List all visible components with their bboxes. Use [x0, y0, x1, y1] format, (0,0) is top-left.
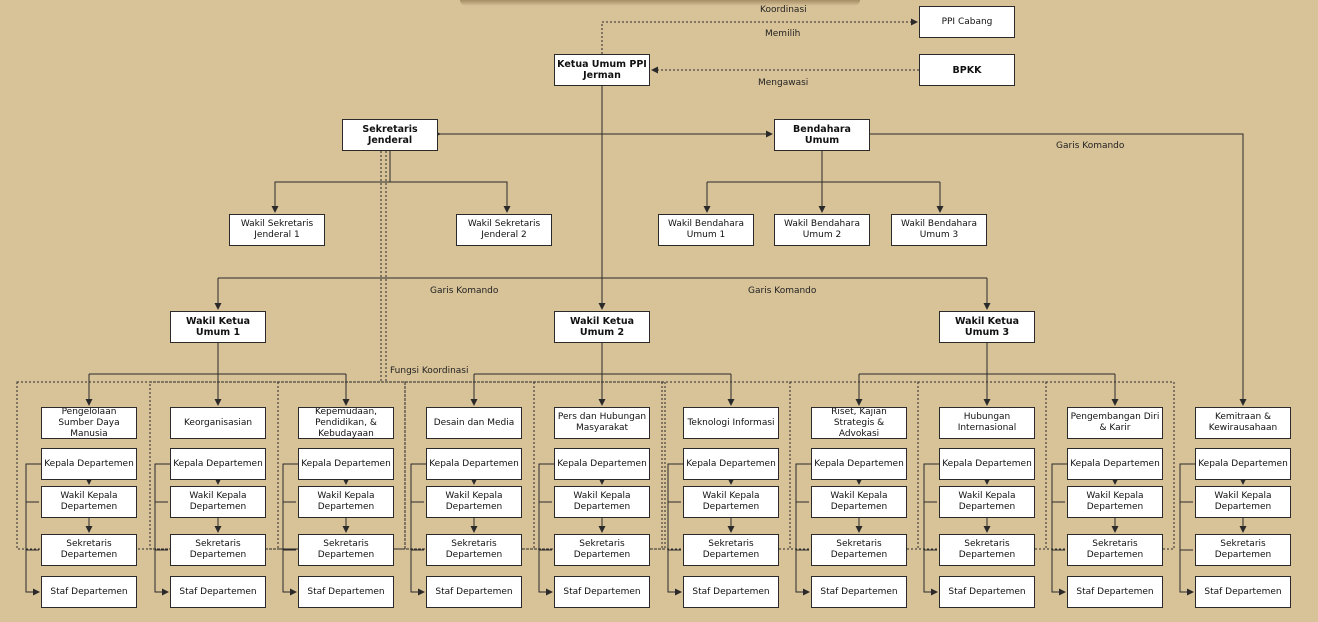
- kepala-departemen-node: Kepala Departemen: [426, 448, 522, 480]
- bpkk-node: BPKK: [919, 54, 1015, 86]
- wabend-3-node: Wakil Bendahara Umum 3: [891, 214, 987, 246]
- dept-header: Pengelolaan Sumber Daya Manusia: [41, 407, 137, 439]
- sekretaris-departemen-node: Sekretaris Departemen: [1195, 534, 1291, 566]
- connector-line: [538, 463, 554, 596]
- label-memilih: Memilih: [765, 29, 801, 39]
- kepala-departemen-node: Kepala Departemen: [811, 448, 907, 480]
- kepala-departemen-node: Kepala Departemen: [939, 448, 1035, 480]
- connector-line: [271, 151, 391, 213]
- sekretaris-departemen-node: Sekretaris Departemen: [426, 534, 522, 566]
- waketum-2-node: Wakil Ketua Umum 2: [554, 311, 650, 343]
- sekretaris-departemen-node: Sekretaris Departemen: [298, 534, 394, 566]
- dept-header: Kepemudaan, Pendidikan, & Kebudayaan: [298, 407, 394, 439]
- staf-departemen-node: Staf Departemen: [811, 576, 907, 608]
- staf-departemen-node: Staf Departemen: [683, 576, 779, 608]
- staf-departemen-node: Staf Departemen: [554, 576, 650, 608]
- sekretaris-departemen-node: Sekretaris Departemen: [170, 534, 266, 566]
- bendahara-node: Bendahara Umum: [774, 119, 870, 151]
- sekretaris-departemen-node: Sekretaris Departemen: [41, 534, 137, 566]
- coordination-group-outline: [1045, 381, 1175, 550]
- coordination-group-outline: [917, 381, 1047, 550]
- coordination-group-outline: [661, 381, 791, 550]
- sekretaris-departemen-node: Sekretaris Departemen: [554, 534, 650, 566]
- connector-line: [390, 181, 511, 213]
- staf-departemen-node: Staf Departemen: [1195, 576, 1291, 608]
- coordination-group-outline: [789, 381, 919, 550]
- label-mengawasi: Mengawasi: [758, 78, 809, 88]
- dept-header: Pengembangan Diri & Karir: [1067, 407, 1163, 439]
- coordination-group-outline: [533, 381, 663, 550]
- dept-header: Keorganisasian: [170, 407, 266, 439]
- staf-departemen-node: Staf Departemen: [298, 576, 394, 608]
- dept-header: Teknologi Informasi: [683, 407, 779, 439]
- dept-header: Hubungan Internasional: [939, 407, 1035, 439]
- wasekjen-1-node: Wakil Sekretaris Jenderal 1: [229, 214, 325, 246]
- dept-header: Riset, Kajian Strategis & Advokasi: [811, 407, 907, 439]
- dept-header: Pers dan Hubungan Masyarakat: [554, 407, 650, 439]
- coordination-group-outline: [149, 381, 406, 550]
- wabend-1-node: Wakil Bendahara Umum 1: [658, 214, 754, 246]
- sekretaris-departemen-node: Sekretaris Departemen: [939, 534, 1035, 566]
- koordinasi-line: [598, 18, 918, 60]
- waketum-3-node: Wakil Ketua Umum 3: [939, 311, 1035, 343]
- connector-line: [25, 463, 41, 596]
- wasekjen-2-node: Wakil Sekretaris Jenderal 2: [456, 214, 552, 246]
- staf-departemen-node: Staf Departemen: [426, 576, 522, 608]
- wabend-2-node: Wakil Bendahara Umum 2: [774, 214, 870, 246]
- wakil-kepala-node: Wakil Kepala Departemen: [426, 486, 522, 518]
- wakil-kepala-node: Wakil Kepala Departemen: [298, 486, 394, 518]
- ketua-umum-node: Ketua Umum PPI Jerman: [554, 54, 650, 86]
- ppi-cabang-node: PPI Cabang: [919, 6, 1015, 38]
- label-koordinasi: Koordinasi: [760, 5, 807, 15]
- connector-line: [410, 463, 426, 596]
- kepala-departemen-node: Kepala Departemen: [41, 448, 137, 480]
- wakil-kepala-node: Wakil Kepala Departemen: [811, 486, 907, 518]
- connector-line: [667, 463, 683, 596]
- wakil-kepala-node: Wakil Kepala Departemen: [41, 486, 137, 518]
- kepala-departemen-node: Kepala Departemen: [1195, 448, 1291, 480]
- label-garis-komando-mid: Garis Komando: [748, 286, 817, 296]
- wakil-kepala-node: Wakil Kepala Departemen: [554, 486, 650, 518]
- kepala-departemen-node: Kepala Departemen: [1067, 448, 1163, 480]
- kepala-departemen-node: Kepala Departemen: [554, 448, 650, 480]
- staf-departemen-node: Staf Departemen: [939, 576, 1035, 608]
- dept-header: Kemitraan & Kewirausahaan: [1195, 407, 1291, 439]
- staf-departemen-node: Staf Departemen: [41, 576, 137, 608]
- wakil-kepala-node: Wakil Kepala Departemen: [1067, 486, 1163, 518]
- connector-line: [282, 463, 298, 596]
- kepala-departemen-node: Kepala Departemen: [298, 448, 394, 480]
- kepala-departemen-node: Kepala Departemen: [170, 448, 266, 480]
- connector-line: [154, 463, 170, 596]
- wakil-kepala-node: Wakil Kepala Departemen: [683, 486, 779, 518]
- wakil-kepala-node: Wakil Kepala Departemen: [939, 486, 1035, 518]
- connector-line: [795, 463, 811, 596]
- waketum-1-node: Wakil Ketua Umum 1: [170, 311, 266, 343]
- kepala-departemen-node: Kepala Departemen: [683, 448, 779, 480]
- label-garis-komando-right: Garis Komando: [1056, 141, 1125, 151]
- sekjen-node: Sekretaris Jenderal: [342, 119, 438, 151]
- staf-departemen-node: Staf Departemen: [170, 576, 266, 608]
- connector-line: [923, 463, 939, 596]
- wakil-kepala-node: Wakil Kepala Departemen: [170, 486, 266, 518]
- label-fungsi-koordinasi: Fungsi Koordinasi: [390, 366, 469, 376]
- top-shadow: [460, 0, 860, 6]
- connector-line: [1179, 463, 1195, 596]
- staf-departemen-node: Staf Departemen: [1067, 576, 1163, 608]
- sekretaris-departemen-node: Sekretaris Departemen: [811, 534, 907, 566]
- kemitraan-line: [870, 133, 1247, 406]
- label-garis-komando-left: Garis Komando: [430, 286, 499, 296]
- sekretaris-departemen-node: Sekretaris Departemen: [683, 534, 779, 566]
- sekretaris-departemen-node: Sekretaris Departemen: [1067, 534, 1163, 566]
- dept-header: Desain dan Media: [426, 407, 522, 439]
- connector-line: [1051, 463, 1067, 596]
- wakil-kepala-node: Wakil Kepala Departemen: [1195, 486, 1291, 518]
